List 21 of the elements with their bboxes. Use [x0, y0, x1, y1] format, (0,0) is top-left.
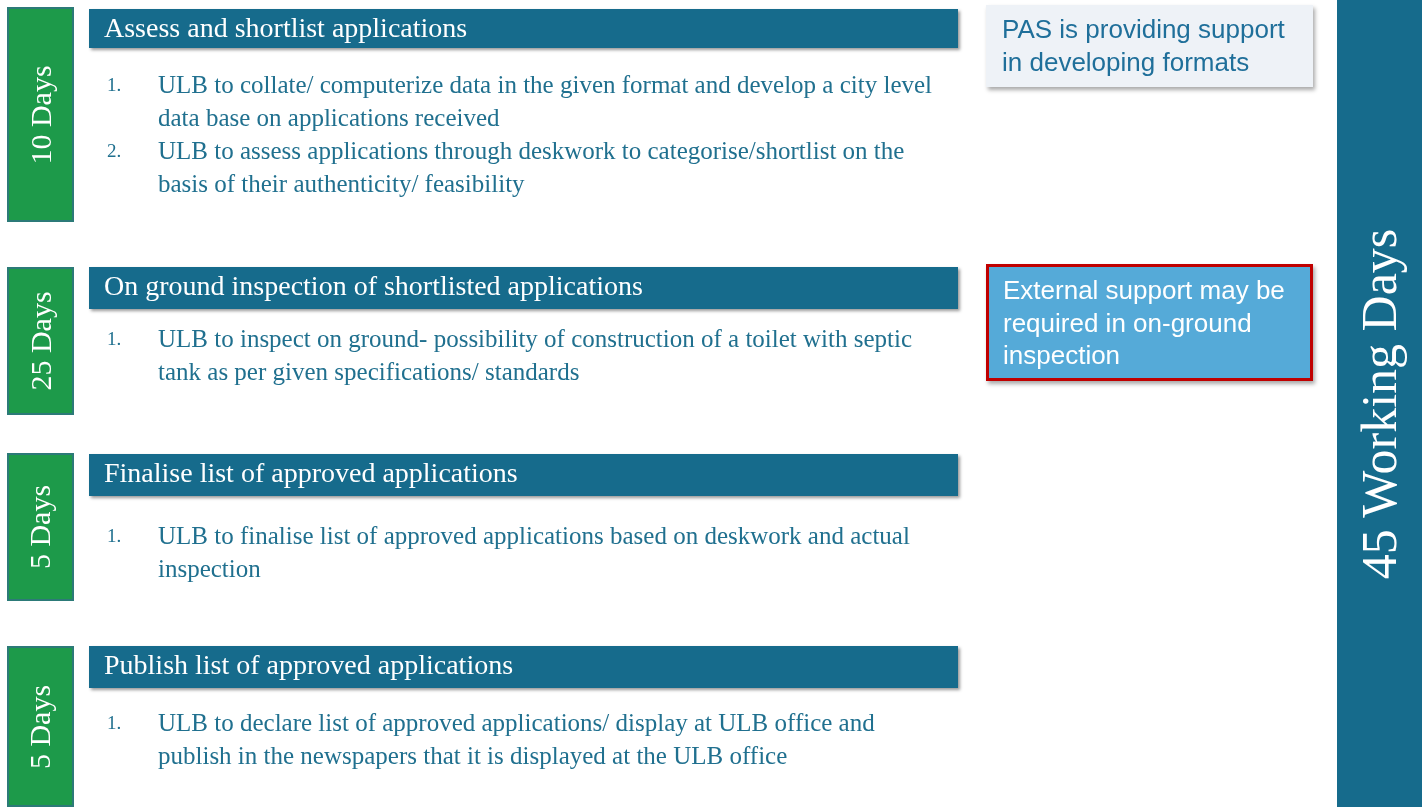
note-box: External support may be required in on-ground inspection — [986, 264, 1313, 381]
list-number: 1. — [107, 73, 122, 97]
list-item: ULB to declare list of approved applications/ display at ULB office and publish in the newspapers that it is displayed at the ULB office — [158, 708, 876, 771]
step-header: Assess and shortlist applications — [89, 9, 958, 48]
list-number: 2. — [107, 139, 122, 163]
list-item: ULB to inspect on ground- possibility of construction of a toilet with septic tank as per given specifications/ standards — [158, 324, 914, 387]
duration-bar: 10 Days — [7, 7, 74, 222]
note-box: PAS is providing support in developing formats — [986, 5, 1313, 87]
list-item: ULB to assess applications through deskwork to categorise/shortlist on the basis of their authenticity/ feasibility — [158, 136, 906, 199]
list-item: ULB to finalise list of approved applications based on deskwork and actual inspection — [158, 521, 911, 584]
duration-bar: 25 Days — [7, 267, 74, 415]
list-number: 1. — [107, 711, 122, 735]
step-header: On ground inspection of shortlisted applications — [89, 267, 958, 309]
step-header: Publish list of approved applications — [89, 646, 958, 688]
list-item: ULB to collate/ computerize data in the given format and develop a city level data base on applications received — [158, 70, 934, 133]
step-header: Finalise list of approved applications — [89, 454, 958, 496]
total-duration-bar: 45 Working Days — [1337, 0, 1422, 807]
list-number: 1. — [107, 327, 122, 351]
list-number: 1. — [107, 524, 122, 548]
duration-bar: 5 Days — [7, 646, 74, 807]
duration-bar: 5 Days — [7, 453, 74, 601]
